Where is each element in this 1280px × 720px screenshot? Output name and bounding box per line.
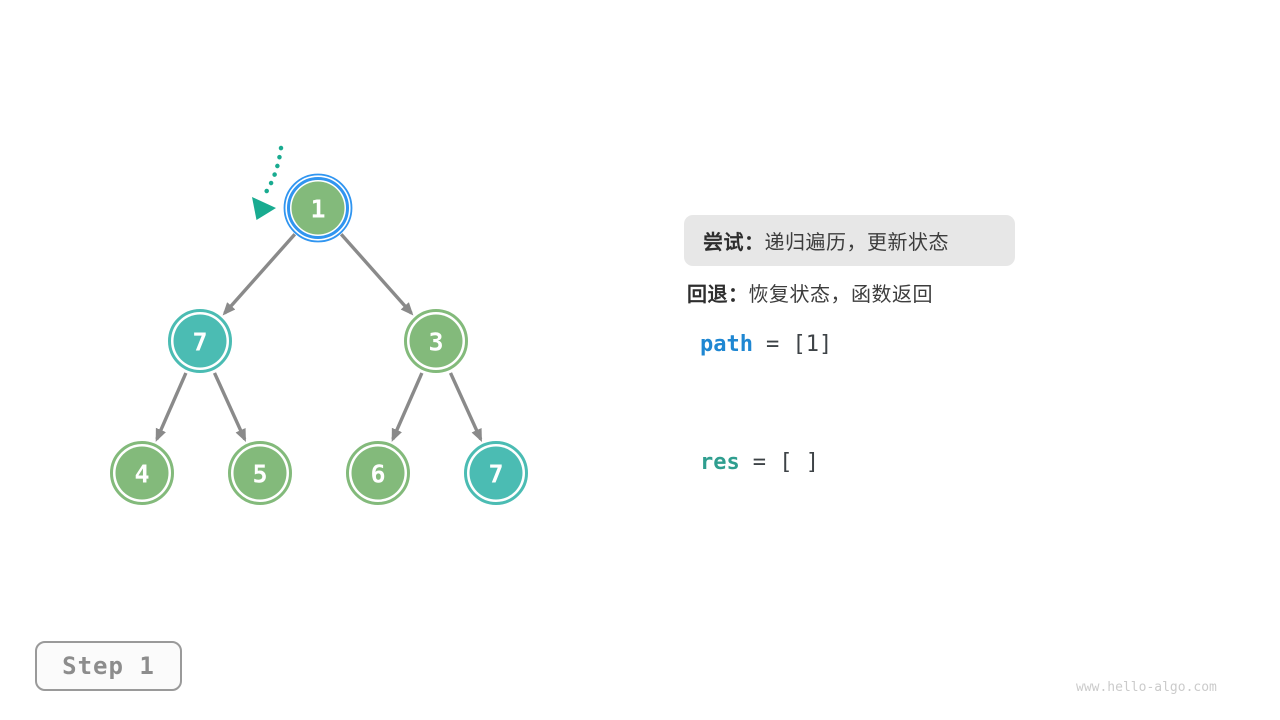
edge-1-3 xyxy=(339,233,414,316)
node-value: 6 xyxy=(370,460,385,489)
res-variable-value: = [ ] xyxy=(752,449,819,475)
legend-back-label: 回退： xyxy=(687,283,749,306)
tree-node-1: 1 xyxy=(283,173,353,243)
path-variable-name: path xyxy=(700,331,753,357)
node-ring xyxy=(404,309,468,373)
node-ring xyxy=(228,441,292,505)
node-ring xyxy=(287,177,349,239)
pointer-dotted-curve xyxy=(261,145,284,198)
step-badge: Step 1 xyxy=(35,641,182,691)
node-fill xyxy=(291,181,345,235)
node-value: 7 xyxy=(488,460,503,489)
legend-try-label: 尝试： xyxy=(703,232,765,254)
edge-7-4 xyxy=(155,372,188,442)
edge-3-7 xyxy=(448,372,483,443)
pointer-arrowhead-icon xyxy=(252,197,276,220)
node-ring xyxy=(168,309,232,373)
res-variable-name: res xyxy=(700,449,740,475)
website-watermark: www.hello-algo.com xyxy=(1076,680,1217,695)
node-ring xyxy=(110,441,174,505)
tree-node-4: 4 xyxy=(110,441,174,505)
node-ring xyxy=(464,441,528,505)
node-fill xyxy=(173,314,227,368)
tree-node-7-leaf: 7 xyxy=(464,441,528,505)
node-value: 5 xyxy=(252,460,267,489)
tree-edges xyxy=(155,233,483,443)
node-fill xyxy=(115,446,169,500)
edge-1-7 xyxy=(222,233,297,316)
tree-node-5: 5 xyxy=(228,441,292,505)
node-fill xyxy=(409,314,463,368)
legend-try-text: 递归遍历，更新状态 xyxy=(764,232,949,254)
edge-3-6 xyxy=(391,372,424,442)
node-value: 1 xyxy=(310,195,325,224)
tree-node-7-left: 7 xyxy=(168,309,232,373)
legend-back-text: 恢复状态，函数返回 xyxy=(748,283,933,306)
node-value: 4 xyxy=(134,460,149,489)
edge-7-5 xyxy=(212,372,247,443)
node-fill xyxy=(469,446,523,500)
node-highlight-ring xyxy=(283,173,353,243)
tree-node-6: 6 xyxy=(346,441,410,505)
path-variable-value: = [1] xyxy=(765,331,833,357)
res-variable-line: res = [ ] xyxy=(700,448,819,476)
node-value: 3 xyxy=(428,328,443,357)
node-ring xyxy=(346,441,410,505)
node-fill xyxy=(351,446,405,500)
current-pointer-arrow xyxy=(252,145,284,220)
legend-try-pill: 尝试： 递归遍历，更新状态 xyxy=(684,215,1015,266)
tree-node-3: 3 xyxy=(404,309,468,373)
path-variable-line: path = [1] xyxy=(700,330,832,358)
legend-back-line: 回退： 恢复状态，函数返回 xyxy=(687,278,933,306)
node-value: 7 xyxy=(192,328,207,357)
node-fill xyxy=(233,446,287,500)
